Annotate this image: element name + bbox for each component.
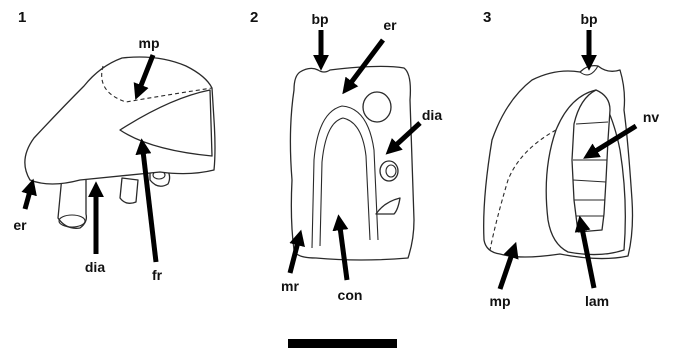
figure-1: 1 mp er dia fr	[13, 9, 215, 283]
figure-3-number: 3	[483, 9, 491, 26]
fig3-label-lam: lam	[585, 293, 609, 309]
fig1-label-fr: fr	[152, 267, 163, 283]
scale-bar	[288, 339, 397, 348]
figure-3: 3 bp nv mp lam	[483, 9, 659, 309]
fig1-arrow-er	[25, 191, 30, 209]
fig3-lamina-strip	[572, 90, 610, 232]
figure-1-number: 1	[18, 9, 26, 26]
fig2-foramen-upper	[363, 92, 391, 122]
fig1-label-dia: dia	[85, 259, 105, 275]
fig3-label-mp: mp	[490, 293, 511, 309]
figure-2: 2 bp er dia mr con	[250, 9, 442, 303]
fig2-label-dia: dia	[422, 107, 442, 123]
fig3-label-bp: bp	[580, 11, 597, 27]
fig3-label-nv: nv	[643, 109, 660, 125]
fig1-label-mp: mp	[139, 35, 160, 51]
fig1-diapophysis-mid	[120, 178, 138, 203]
fig2-label-con: con	[338, 287, 363, 303]
fig2-label-bp: bp	[311, 11, 328, 27]
figure-2-number: 2	[250, 9, 258, 26]
fig2-foramen-mid	[380, 161, 398, 181]
fig2-label-mr: mr	[281, 278, 299, 294]
fig2-label-er: er	[383, 17, 397, 33]
fig1-label-er: er	[13, 217, 27, 233]
fig3-arrow-mp	[500, 254, 512, 289]
